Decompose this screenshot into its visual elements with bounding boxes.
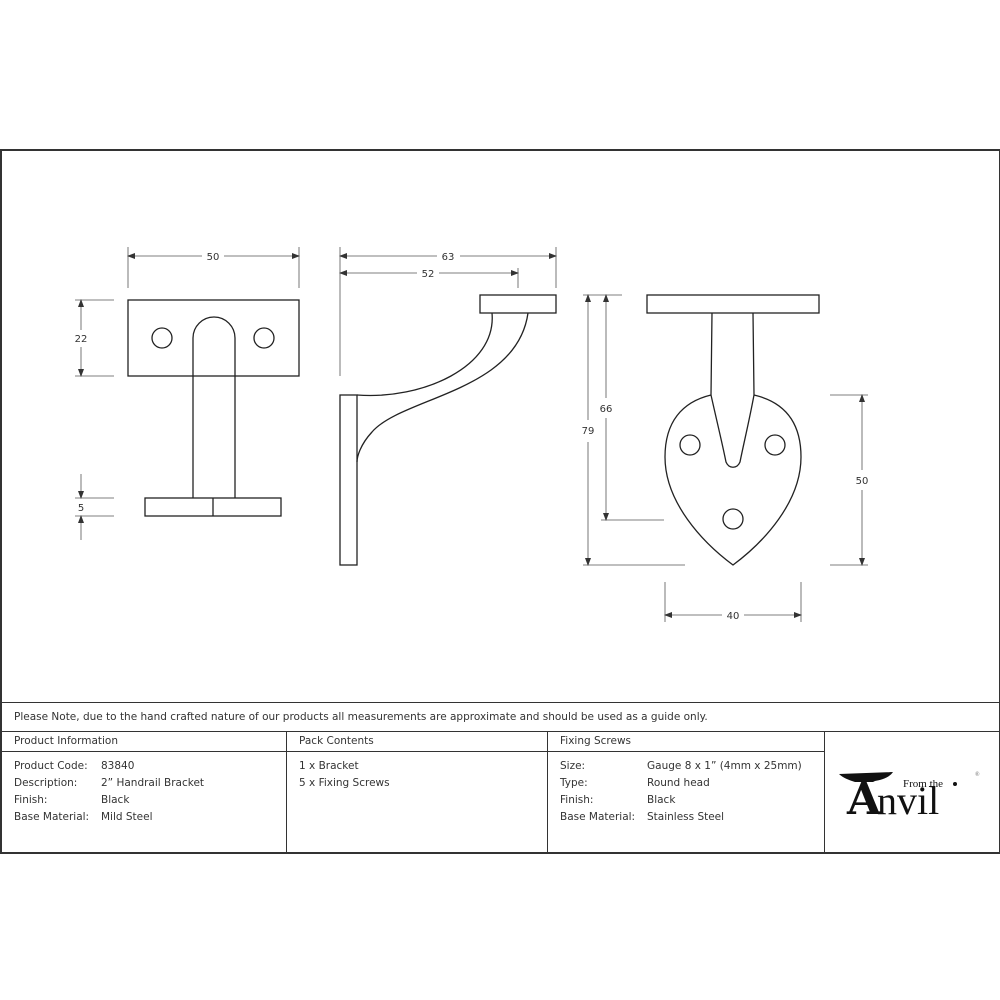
disclaimer-note: Please Note, due to the hand crafted nat… bbox=[14, 711, 708, 723]
product-information-panel: Product Information Product Code: 83840 … bbox=[2, 732, 287, 852]
logo-tagline: From the bbox=[903, 778, 943, 790]
dim-side-to-rail: 52 bbox=[422, 269, 435, 280]
screw-finish-row: Finish: Black bbox=[560, 794, 824, 811]
side-view-dimensions bbox=[339, 247, 557, 376]
fixing-screws-panel: Fixing Screws Size: Gauge 8 x 1” (4mm x … bbox=[548, 732, 825, 852]
dim-top-plate-height: 22 bbox=[75, 334, 88, 345]
technical-drawing: 50 22 5 63 52 bbox=[75, 247, 869, 622]
field-label: Base Material: bbox=[14, 811, 90, 823]
field-label: Type: bbox=[560, 777, 588, 789]
top-view bbox=[127, 299, 300, 517]
screw-hole-right bbox=[253, 327, 275, 349]
screw-finish-value: Black bbox=[647, 794, 676, 806]
screw-hole-left bbox=[151, 327, 173, 349]
screw-size-value: Gauge 8 x 1” (4mm x 25mm) bbox=[647, 760, 802, 772]
logo-initial: A bbox=[846, 774, 882, 825]
field-label: Finish: bbox=[14, 794, 48, 806]
front-view bbox=[646, 294, 820, 566]
field-label: Base Material: bbox=[560, 811, 636, 823]
screw-type-value: Round head bbox=[647, 777, 710, 789]
fixing-screws-heading: Fixing Screws bbox=[548, 732, 824, 752]
dim-top-rail-plate: 5 bbox=[78, 503, 84, 514]
screw-type-row: Type: Round head bbox=[560, 777, 824, 794]
dim-front-shield-width: 40 bbox=[727, 611, 740, 622]
shield-hole-right bbox=[764, 434, 786, 456]
shield-hole-left bbox=[679, 434, 701, 456]
brand-logo: A nvil From the ® bbox=[825, 732, 999, 852]
dim-front-shield-height: 50 bbox=[856, 476, 869, 487]
field-label: Finish: bbox=[560, 794, 594, 806]
base-material-value: Mild Steel bbox=[101, 811, 153, 823]
screw-material-row: Base Material: Stainless Steel bbox=[560, 811, 824, 828]
product-code-row: Product Code: 83840 bbox=[14, 760, 286, 777]
screw-material-value: Stainless Steel bbox=[647, 811, 725, 823]
pack-contents-heading: Pack Contents bbox=[287, 732, 547, 752]
dim-side-overall: 63 bbox=[442, 252, 455, 263]
front-view-dimensions bbox=[583, 294, 868, 622]
logo-wordmark: nvil bbox=[877, 778, 939, 823]
base-material-row: Base Material: Mild Steel bbox=[14, 811, 286, 828]
pack-item: 1 x Bracket bbox=[299, 760, 359, 772]
top-view-dimensions bbox=[75, 247, 300, 540]
product-code-value: 83840 bbox=[101, 760, 135, 772]
product-information-heading: Product Information bbox=[2, 732, 286, 752]
pack-contents-panel: Pack Contents 1 x Bracket 5 x Fixing Scr… bbox=[287, 732, 548, 852]
drawing-sheet: 50 22 5 63 52 bbox=[0, 149, 1000, 854]
screw-size-row: Size: Gauge 8 x 1” (4mm x 25mm) bbox=[560, 760, 824, 777]
side-view bbox=[339, 294, 557, 566]
finish-row: Finish: Black bbox=[14, 794, 286, 811]
description-row: Description: 2” Handrail Bracket bbox=[14, 777, 286, 794]
field-label: Description: bbox=[14, 777, 78, 789]
shield-hole-bottom bbox=[722, 508, 744, 530]
field-label: Size: bbox=[560, 760, 586, 772]
dim-front-to-lower-hole: 66 bbox=[600, 404, 613, 415]
field-label: Product Code: bbox=[14, 760, 88, 772]
pack-item: 5 x Fixing Screws bbox=[299, 777, 390, 789]
dim-top-width: 50 bbox=[207, 252, 220, 263]
dim-front-overall-height: 79 bbox=[582, 426, 595, 437]
anvil-icon bbox=[839, 772, 893, 782]
description-value: 2” Handrail Bracket bbox=[101, 777, 205, 789]
finish-value: Black bbox=[101, 794, 130, 806]
disclaimer-row: Please Note, due to the hand crafted nat… bbox=[2, 702, 999, 732]
registered-mark: ® bbox=[975, 771, 980, 778]
